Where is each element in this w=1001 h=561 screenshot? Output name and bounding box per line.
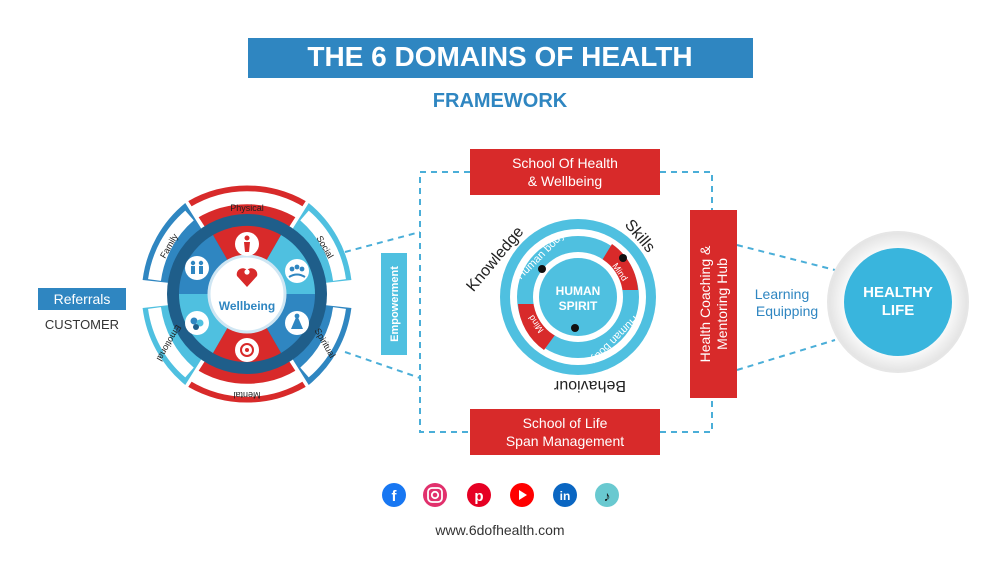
ring-dot [538, 265, 546, 273]
physical-icon [235, 232, 259, 256]
svg-text:in: in [560, 489, 571, 503]
behaviour-label: Behaviour [553, 377, 626, 394]
referrals-label: Referrals [54, 291, 111, 307]
spiritual-icon [285, 311, 309, 335]
wellbeing-label: Wellbeing [219, 299, 275, 313]
wellbeing-logo-icon [236, 268, 258, 287]
healthy-life-line2: LIFE [882, 302, 915, 319]
linkedin-icon[interactable]: in [553, 483, 577, 507]
emotional-icon [185, 311, 209, 335]
school-health-box[interactable]: School Of Health & Wellbeing [470, 149, 660, 195]
empowerment-label: Empowerment [389, 266, 401, 342]
school-health-line1: School Of Health [512, 155, 618, 171]
title-banner [248, 38, 753, 78]
mental-icon [235, 338, 259, 362]
school-life-line1: School of Life [523, 415, 608, 431]
hub-line2: Mentoring Hub [714, 258, 730, 350]
healthy-life-line1: HEALTHY [863, 284, 933, 301]
family-icon [185, 256, 209, 280]
domains-wheel: Wellbeing [142, 185, 352, 403]
svg-text:f: f [392, 488, 398, 505]
equipping-label: Equipping [756, 303, 818, 319]
instagram-icon[interactable] [423, 483, 447, 507]
ring-dot [619, 254, 627, 262]
healthy-life-circle[interactable]: HEALTHY LIFE [827, 231, 969, 373]
facebook-icon[interactable]: f [382, 483, 406, 507]
connector-lines [344, 171, 836, 433]
svg-text:♪: ♪ [604, 488, 611, 504]
school-life-box[interactable]: School of Life Span Management [470, 409, 660, 455]
hub-line1: Health Coaching & [697, 245, 713, 362]
pinterest-icon[interactable]: p [467, 483, 491, 507]
human-spirit-line1: HUMAN [556, 284, 601, 298]
svg-text:p: p [474, 488, 483, 505]
social-icon [285, 259, 309, 283]
referrals-badge [38, 288, 126, 310]
website-link[interactable]: www.6dofhealth.com [434, 522, 564, 538]
school-life-line2: Span Management [506, 433, 624, 449]
header: THE 6 DOMAINS OF HEALTH FRAMEWORK [248, 38, 753, 112]
wellbeing-center[interactable] [207, 254, 287, 334]
youtube-icon[interactable] [510, 483, 534, 507]
social-icons: f p in ♪ [382, 483, 619, 507]
domain-label-mental: Mental [233, 390, 260, 400]
domain-label-physical: Physical [230, 203, 264, 213]
customer-label: CUSTOMER [45, 317, 119, 332]
learning-label: Learning [755, 286, 810, 302]
school-health-line2: & Wellbeing [528, 173, 602, 189]
empowerment-bar [381, 253, 407, 355]
ring-dot [571, 324, 579, 332]
page-title: THE 6 DOMAINS OF HEALTH [307, 41, 692, 72]
human-spirit-core [539, 258, 617, 336]
human-spirit-line2: SPIRIT [559, 299, 598, 313]
coaching-hub-box[interactable]: Health Coaching & Mentoring Hub [690, 210, 737, 398]
human-spirit-diagram: HUMAN SPIRIT Human body Human body Mind … [463, 217, 658, 394]
page-subtitle: FRAMEWORK [433, 90, 568, 112]
tiktok-icon[interactable]: ♪ [595, 483, 619, 507]
